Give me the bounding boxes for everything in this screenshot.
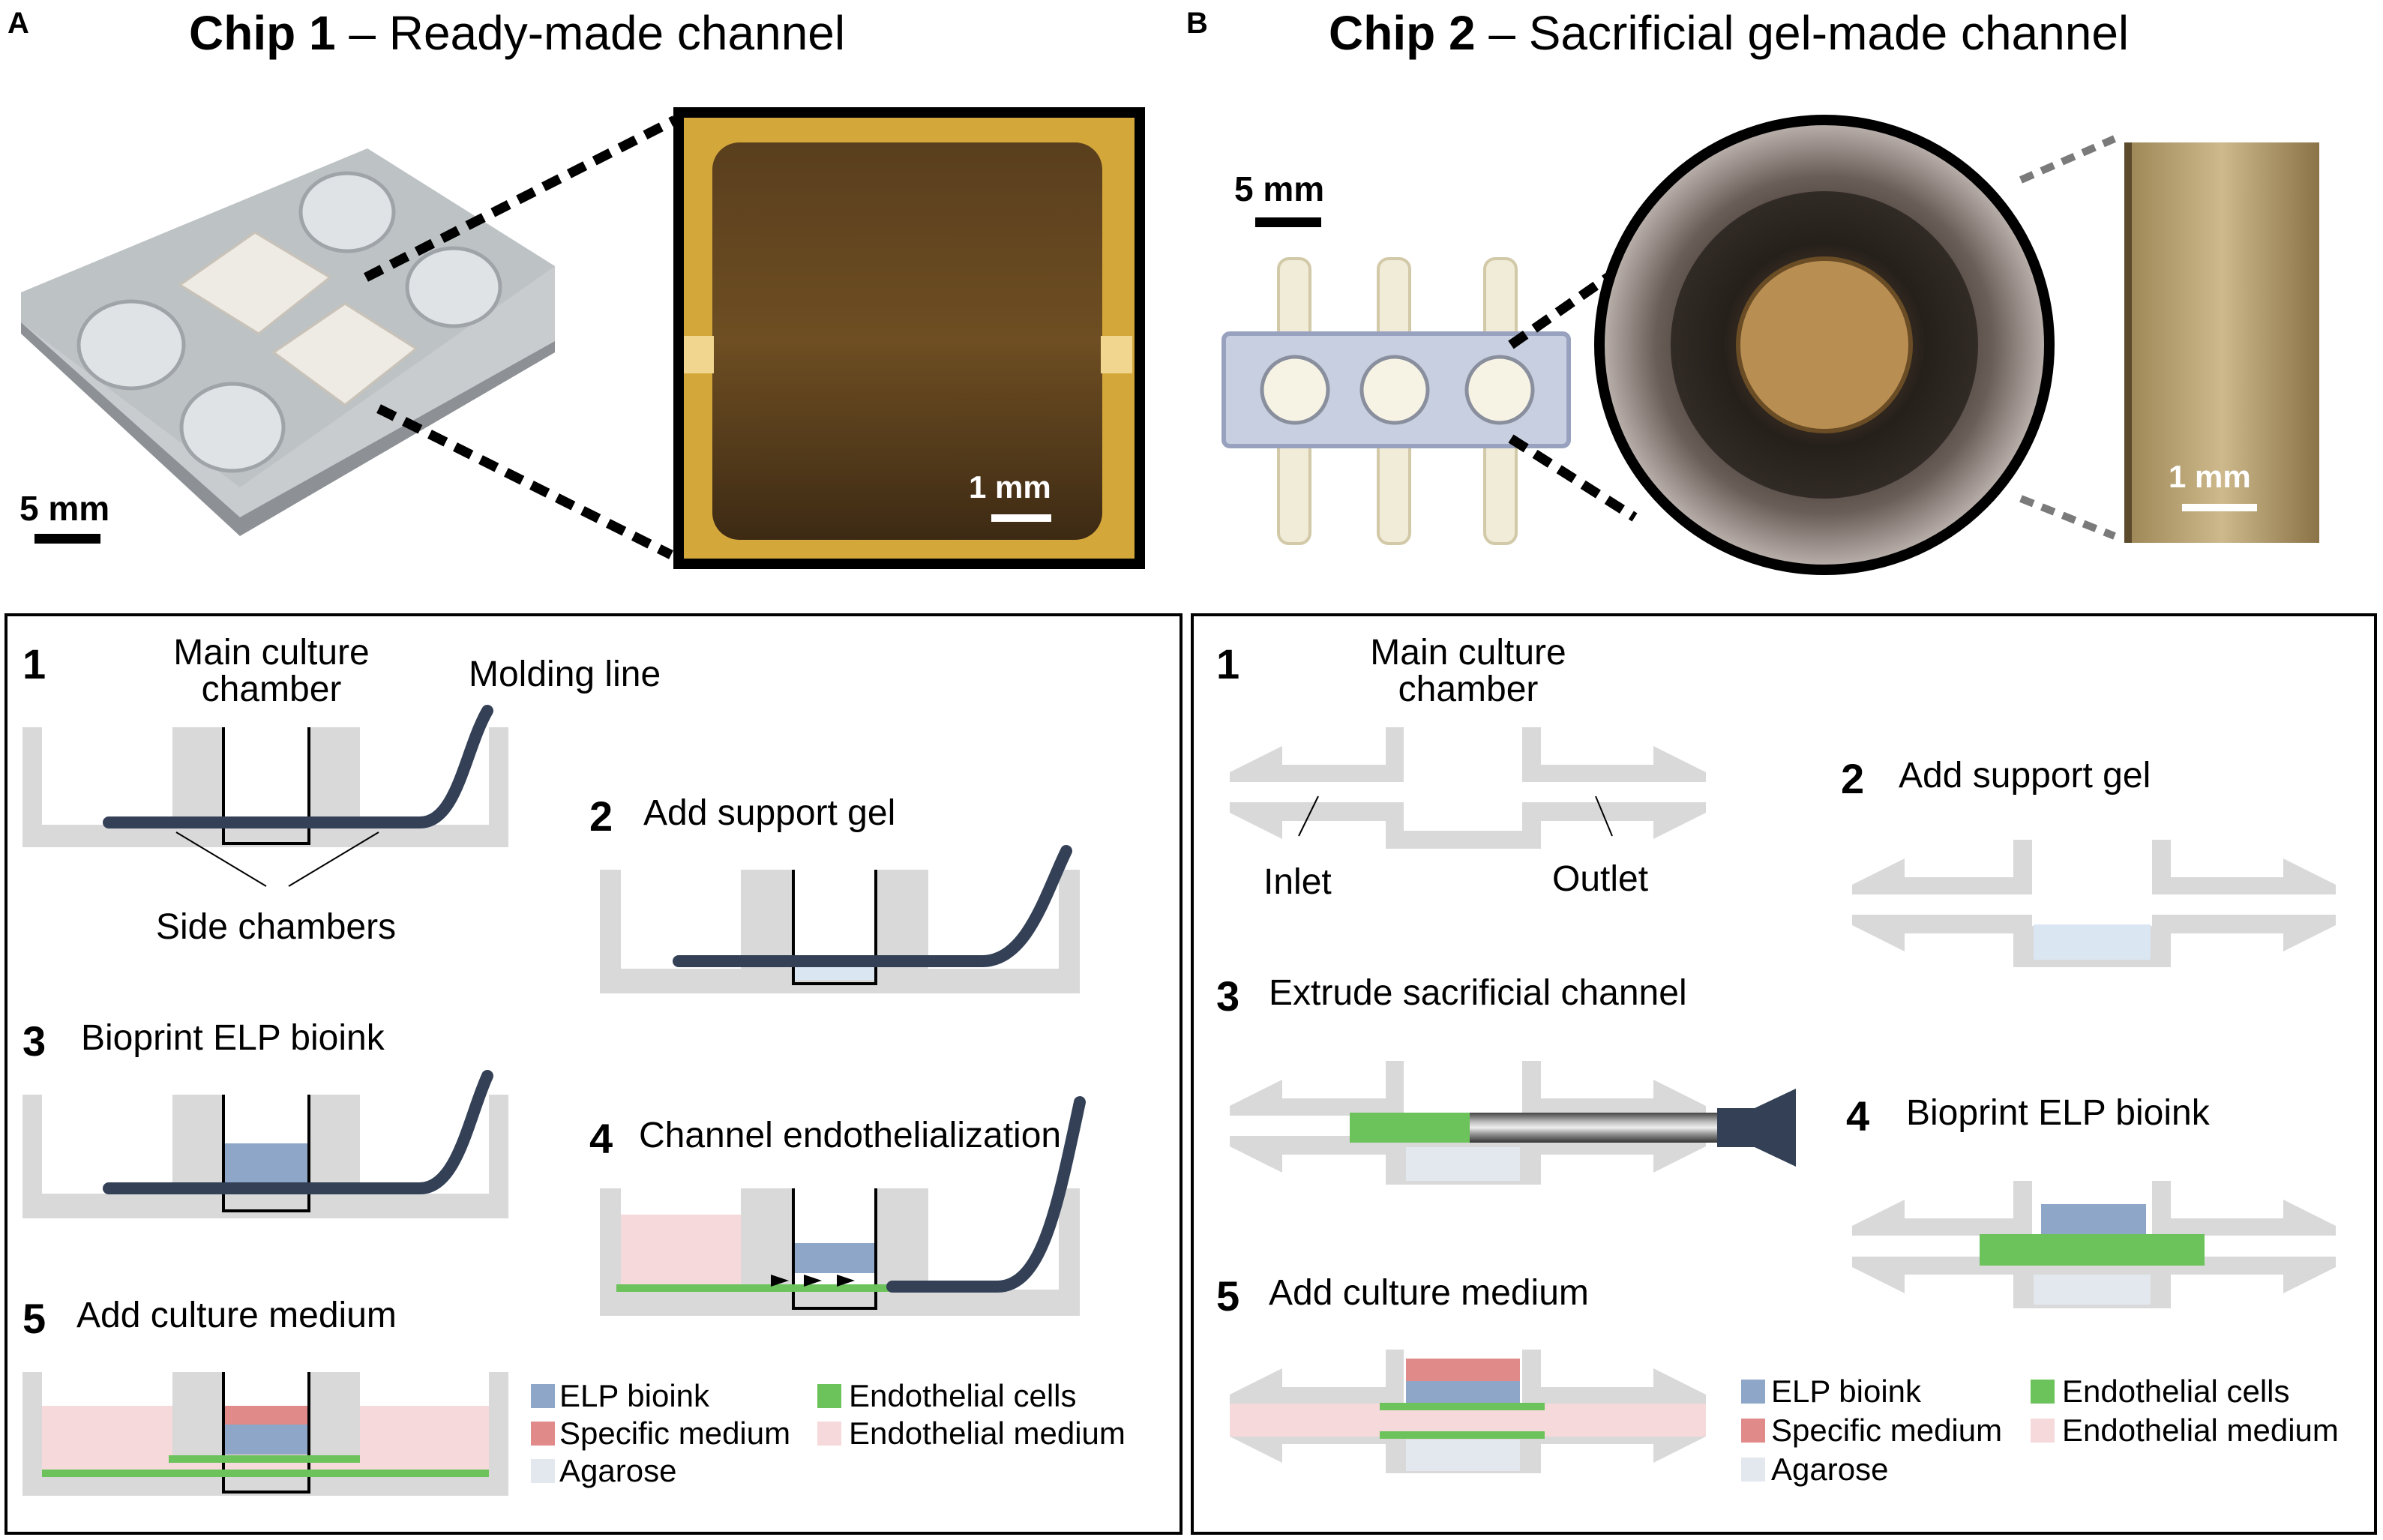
left-legend-endo-cells: Endothelial cells xyxy=(849,1378,1077,1413)
right-main-chamber-line2: chamber xyxy=(1398,670,1539,709)
right-main-chamber-line1: Main culture xyxy=(1370,633,1566,673)
scale-bar-chip1: 5 mm xyxy=(19,489,109,544)
right-step3-label: Extrude sacrificial channel xyxy=(1269,973,1687,1013)
left-legend-specific: Specific medium xyxy=(559,1416,790,1451)
left-step3-diagram xyxy=(22,1070,508,1218)
panel-a-title-rest: – Ready-made channel xyxy=(336,6,846,60)
magnified-well xyxy=(1594,115,2055,575)
right-step4-label: Bioprint ELP bioink xyxy=(1906,1093,2211,1133)
left-legend-elp: ELP bioink xyxy=(559,1378,710,1413)
scale-label-micro-b: 1 mm xyxy=(2169,459,2251,494)
left-legend-endo-medium: Endothelial medium xyxy=(849,1416,1126,1451)
left-step5-number: 5 xyxy=(22,1295,46,1342)
scale-bar-chip2: 5 mm xyxy=(1234,169,1324,227)
left-step2-label: Add support gel xyxy=(643,793,895,833)
panel-b-letter: B xyxy=(1186,7,1208,40)
zoom-lines-a xyxy=(364,115,677,559)
left-step2-diagram xyxy=(600,845,1080,993)
left-main-chamber-line1: Main culture xyxy=(173,633,369,673)
right-step2-label: Add support gel xyxy=(1899,756,2151,795)
right-step2-number: 2 xyxy=(1841,755,1864,802)
right-legend-agarose: Agarose xyxy=(1771,1452,1888,1487)
right-legend: ELP bioink Specific medium Agarose Endot… xyxy=(1741,1374,2339,1487)
right-step1-number: 1 xyxy=(1216,640,1239,688)
left-step4-diagram xyxy=(600,1096,1086,1316)
right-step4-number: 4 xyxy=(1846,1092,1869,1140)
left-step3-number: 3 xyxy=(22,1017,46,1065)
right-inlet-label: Inlet xyxy=(1263,862,1332,902)
left-step2-number: 2 xyxy=(589,792,613,840)
right-step5-label: Add culture medium xyxy=(1269,1273,1589,1313)
left-step1-diagram xyxy=(22,705,508,887)
left-molding-line-label: Molding line xyxy=(469,655,661,694)
left-main-chamber-line2: chamber xyxy=(202,670,342,709)
right-step5-diagram xyxy=(1230,1350,1706,1473)
right-step4-diagram xyxy=(1852,1181,2336,1308)
right-step1-diagram xyxy=(1230,727,1706,849)
right-step5-number: 5 xyxy=(1216,1272,1239,1320)
micrograph-chip1: 1 mm xyxy=(673,107,1145,569)
left-step5-label: Add culture medium xyxy=(76,1296,397,1335)
left-step5-diagram xyxy=(22,1372,508,1496)
right-step3-number: 3 xyxy=(1216,972,1239,1020)
right-legend-specific: Specific medium xyxy=(1771,1413,2002,1448)
channel-micrograph: 1 mm xyxy=(2124,142,2319,543)
scale-label-chip2: 5 mm xyxy=(1234,169,1324,208)
right-legend-endo-medium: Endothelial medium xyxy=(2062,1413,2339,1448)
chip1-photo xyxy=(21,148,555,536)
right-outlet-label: Outlet xyxy=(1552,859,1648,899)
zoom-lines-b2 xyxy=(2019,135,2117,540)
chip2-photo xyxy=(1221,257,1571,545)
panel-b-title: Chip 2 – Sacrificial gel-made channel xyxy=(1329,6,2129,60)
panel-a-title-bold: Chip 1 xyxy=(189,6,336,60)
panel-a-title: Chip 1 – Ready-made channel xyxy=(189,6,845,60)
right-step3-diagram xyxy=(1230,1061,1796,1185)
right-protocol-box xyxy=(1191,613,2377,1535)
chip1-gel-blocks xyxy=(178,231,418,406)
scale-label-micro-a: 1 mm xyxy=(969,469,1051,505)
panel-a-letter: A xyxy=(7,7,29,40)
right-legend-elp: ELP bioink xyxy=(1771,1374,1922,1409)
left-protocol-box xyxy=(4,613,1183,1535)
left-step3-label: Bioprint ELP bioink xyxy=(81,1018,385,1058)
right-step2-diagram xyxy=(1852,840,2336,967)
right-legend-endo-cells: Endothelial cells xyxy=(2062,1374,2290,1409)
left-legend-agarose: Agarose xyxy=(559,1453,676,1488)
left-step4-number: 4 xyxy=(589,1115,613,1162)
left-legend: ELP bioink Specific medium Agarose Endot… xyxy=(531,1378,1126,1488)
scale-label-chip1: 5 mm xyxy=(19,489,109,528)
left-step1-number: 1 xyxy=(22,640,46,688)
chip1-wells xyxy=(76,171,502,473)
left-step4-label: Channel endothelialization xyxy=(639,1116,1061,1155)
panel-b-title-bold: Chip 2 xyxy=(1329,6,1476,60)
left-side-chambers-label: Side chambers xyxy=(156,907,396,947)
panel-b-title-rest: – Sacrificial gel-made channel xyxy=(1476,6,2130,60)
